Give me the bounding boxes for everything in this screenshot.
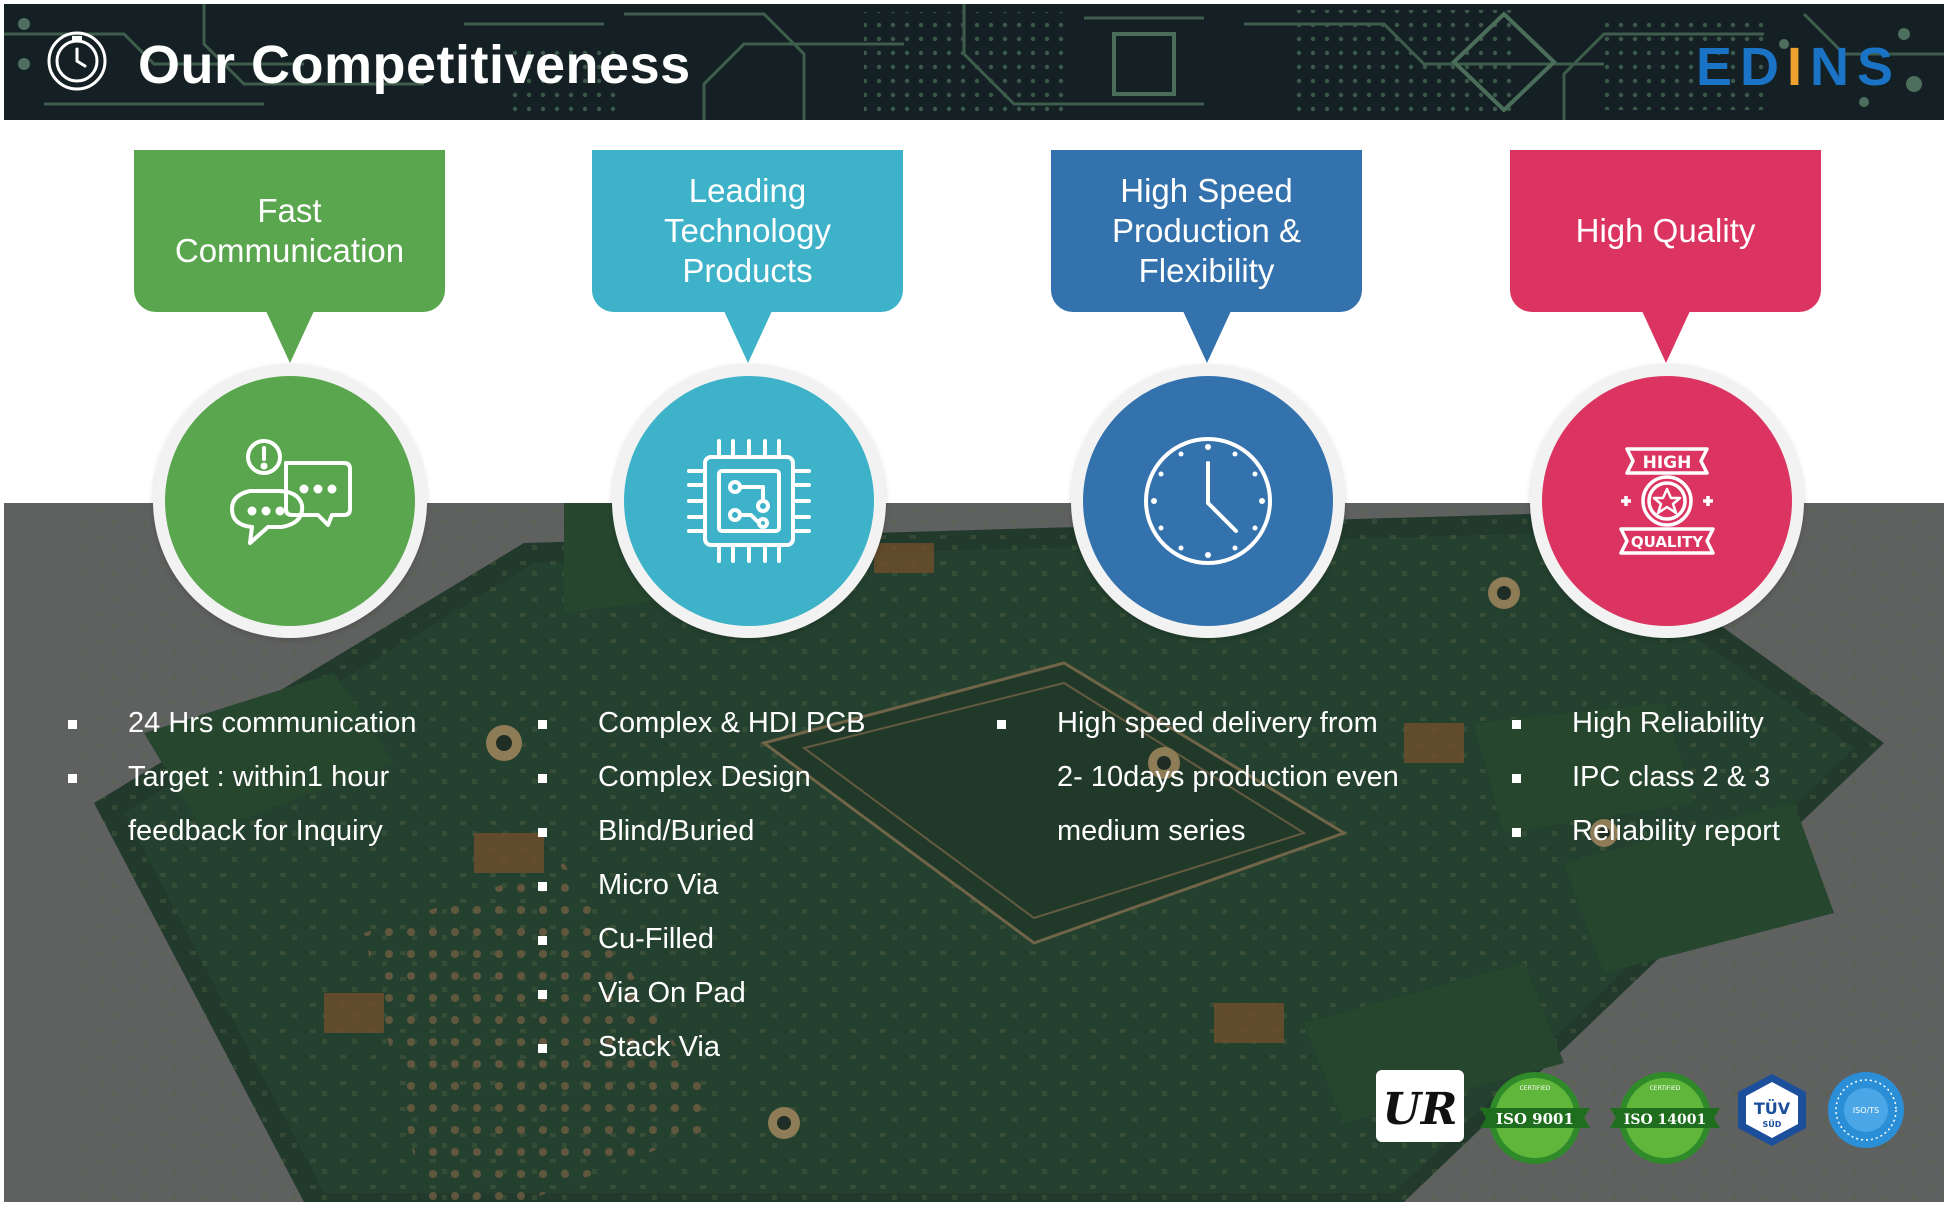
svg-text:CERTIFIED: CERTIFIED	[1520, 1085, 1551, 1092]
pillar-callout-fast-communication: Fast Communication	[134, 150, 445, 312]
pillar-circle	[165, 376, 415, 626]
callout-pointer	[266, 311, 314, 363]
list-item: High Reliability	[1512, 696, 1780, 750]
pcb-board-illustration	[4, 503, 1944, 1202]
svg-text:SÜD: SÜD	[1763, 1119, 1782, 1129]
clock-badge-icon	[47, 31, 107, 91]
pillar-callout-high-quality: High Quality	[1510, 150, 1821, 312]
pillar-title: High Speed Production & Flexibility	[1112, 172, 1301, 289]
list-item: Complex Design	[538, 750, 866, 804]
list-item: IPC class 2 & 3	[1512, 750, 1780, 804]
pcb-pattern-background	[4, 4, 1944, 120]
bullet-marker	[538, 774, 547, 783]
callout-pointer	[1183, 311, 1231, 363]
list-item: Complex & HDI PCB	[538, 696, 866, 750]
list-item: Reliability report	[1512, 804, 1780, 858]
pillar-title: Fast Communication	[174, 192, 405, 269]
bullet-marker	[68, 720, 77, 729]
bullet-marker	[1512, 720, 1521, 729]
pillar-callout-leading-technology: Leading Technology Products	[592, 150, 903, 312]
bullet-list-high-quality: High Reliability IPC class 2 & 3 Reliabi…	[1512, 696, 1780, 858]
circuit-chip-icon	[687, 439, 811, 563]
svg-text:TÜV: TÜV	[1754, 1099, 1791, 1118]
bullet-marker	[68, 774, 77, 783]
iso-14001-seal: ISO 14001 CERTIFIED	[1610, 1072, 1720, 1164]
svg-text:ISO 9001: ISO 9001	[1496, 1110, 1574, 1128]
badge-text-high: HIGH	[1643, 453, 1692, 473]
pillar-circle	[1083, 376, 1333, 626]
pillar-title: Leading Technology Products	[664, 172, 831, 289]
list-item: Target : within1 hour	[68, 750, 417, 804]
pillar-circle-ring: HIGH QUALITY	[1530, 364, 1804, 638]
bullet-marker	[538, 936, 547, 945]
list-item: 24 Hrs communication	[68, 696, 417, 750]
bullet-marker	[538, 882, 547, 891]
bullet-list-high-speed-production: High speed delivery from 2- 10days produ…	[997, 696, 1399, 858]
pillar-circle	[624, 376, 874, 626]
badge-text-quality: QUALITY	[1631, 533, 1704, 551]
svg-text:CERTIFIED: CERTIFIED	[1650, 1085, 1681, 1092]
list-item: Blind/Buried	[538, 804, 866, 858]
pillar-title: High Quality	[1575, 212, 1756, 249]
bullet-marker	[538, 990, 547, 999]
svg-text:ISO 14001: ISO 14001	[1624, 1112, 1706, 1128]
logo-text-start: ED	[1696, 37, 1788, 97]
tuv-sud-mark: TÜV SÜD	[1738, 1074, 1806, 1146]
list-item: Cu-Filled	[538, 912, 866, 966]
edins-logo: EDINS	[1696, 36, 1901, 98]
list-item: 2- 10days production even	[1057, 761, 1399, 793]
iso-ts-seal: ISO/TS	[1828, 1072, 1904, 1148]
chat-bubbles-icon	[230, 439, 352, 545]
list-item: High speed delivery from	[997, 696, 1399, 750]
callout-pointer	[724, 311, 772, 363]
svg-text:ISO/TS: ISO/TS	[1853, 1106, 1879, 1115]
list-item: feedback for Inquiry	[128, 815, 383, 847]
callout-pointer	[1642, 311, 1690, 363]
clock-icon	[1144, 437, 1272, 565]
pillar-circle-ring	[1071, 364, 1345, 638]
bullet-marker	[1512, 828, 1521, 837]
list-item: Via On Pad	[538, 966, 866, 1020]
pillar-circle: HIGH QUALITY	[1542, 376, 1792, 626]
header-banner: Our Competitiveness EDINS	[4, 4, 1944, 120]
list-item: Stack Via	[538, 1020, 866, 1074]
bullet-marker	[538, 828, 547, 837]
bullet-list-fast-communication: 24 Hrs communication Target : within1 ho…	[68, 696, 417, 858]
bullet-marker	[538, 1044, 547, 1053]
pillar-circle-ring	[153, 364, 427, 638]
ul-mark: UR	[1376, 1070, 1464, 1142]
high-quality-badge-icon: HIGH QUALITY	[1619, 447, 1715, 555]
bullet-marker	[538, 720, 547, 729]
bullet-marker	[1512, 774, 1521, 783]
pillar-circle-ring	[612, 364, 886, 638]
logo-text-accent: I	[1787, 37, 1811, 97]
iso-9001-seal: ISO 9001 CERTIFIED	[1480, 1072, 1590, 1164]
logo-text-end: NS	[1810, 37, 1902, 97]
bullet-marker	[997, 720, 1006, 729]
svg-text:UR: UR	[1383, 1084, 1458, 1135]
pillar-callout-high-speed-production: High Speed Production & Flexibility	[1051, 150, 1362, 312]
page-title: Our Competitiveness	[138, 35, 691, 95]
bullet-list-leading-technology: Complex & HDI PCB Complex Design Blind/B…	[538, 696, 866, 1074]
list-item: medium series	[1057, 815, 1246, 847]
list-item: Micro Via	[538, 858, 866, 912]
